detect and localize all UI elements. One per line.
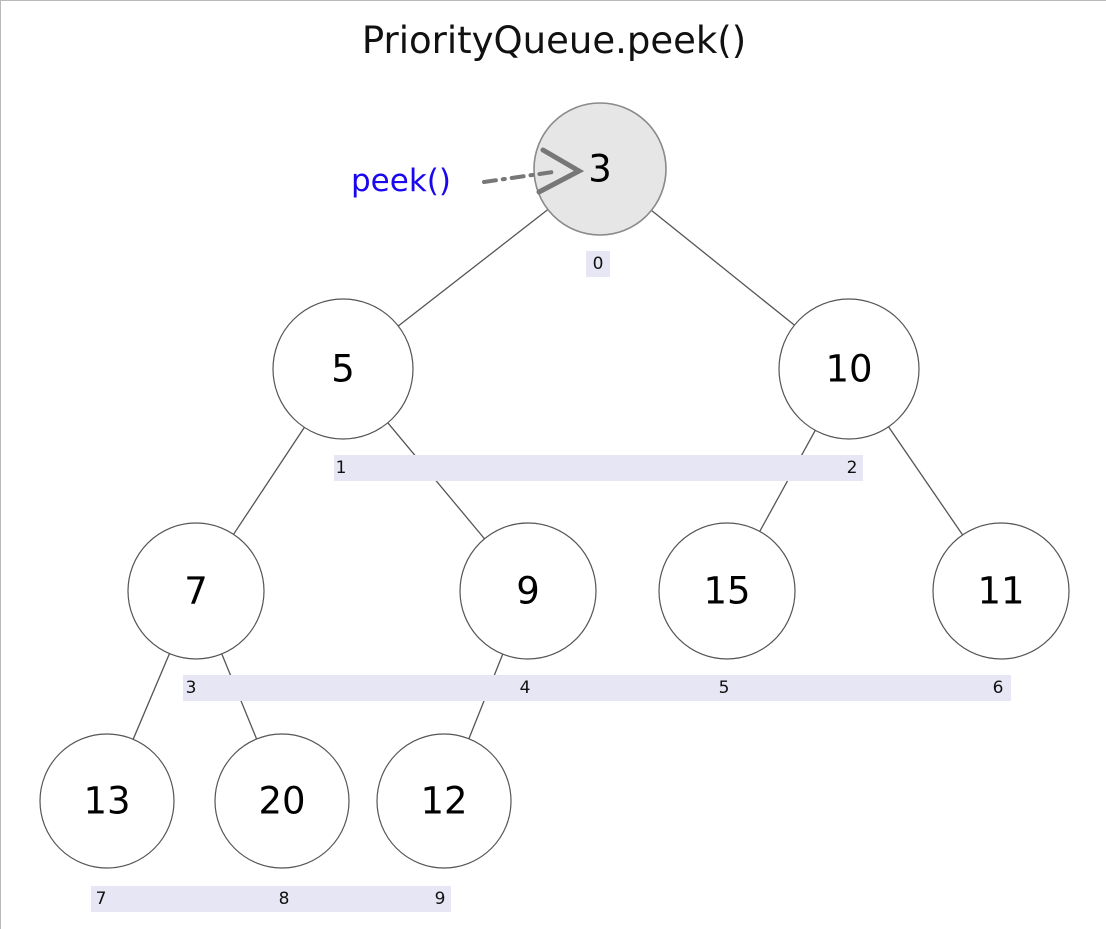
index-label-6: 6 <box>992 678 1004 698</box>
tree-edge-2-6 <box>888 426 964 536</box>
tree-node-6[interactable] <box>932 522 1070 660</box>
peek-arrow-line <box>482 170 555 184</box>
tree-node-9[interactable] <box>376 733 512 869</box>
index-band-level-0 <box>586 251 610 277</box>
index-label-9: 9 <box>434 889 446 909</box>
tree-edge-1-3 <box>233 427 305 535</box>
index-label-0: 0 <box>592 254 604 274</box>
tree-node-4[interactable] <box>459 522 597 660</box>
peek-arrow-group <box>482 147 585 195</box>
index-band-level-2 <box>183 675 1011 701</box>
index-label-3: 3 <box>185 678 197 698</box>
tree-edge-3-7 <box>132 653 171 740</box>
peek-callout-label: peek() <box>351 163 451 199</box>
tree-node-5[interactable] <box>658 522 796 660</box>
peek-arrow-head-icon <box>536 147 585 195</box>
index-band-level-1 <box>334 455 863 481</box>
tree-edge-0-1 <box>397 209 549 327</box>
tree-node-2[interactable] <box>778 298 920 440</box>
tree-node-7[interactable] <box>39 733 175 869</box>
index-label-1: 1 <box>335 458 347 478</box>
index-label-7: 7 <box>95 889 107 909</box>
index-label-5: 5 <box>718 678 730 698</box>
index-label-4: 4 <box>519 678 531 698</box>
page-title: PriorityQueue.peek() <box>361 19 747 62</box>
tree-edge-0-2 <box>651 209 795 326</box>
nodes-group <box>39 102 1070 869</box>
tree-node-0[interactable] <box>533 102 667 236</box>
tree-node-3[interactable] <box>127 522 265 660</box>
edges-group <box>132 209 964 740</box>
tree-node-1[interactable] <box>272 298 414 440</box>
index-label-2: 2 <box>846 458 858 478</box>
index-band-level-3 <box>91 886 451 912</box>
index-label-8: 8 <box>278 889 290 909</box>
tree-node-8[interactable] <box>214 733 350 869</box>
